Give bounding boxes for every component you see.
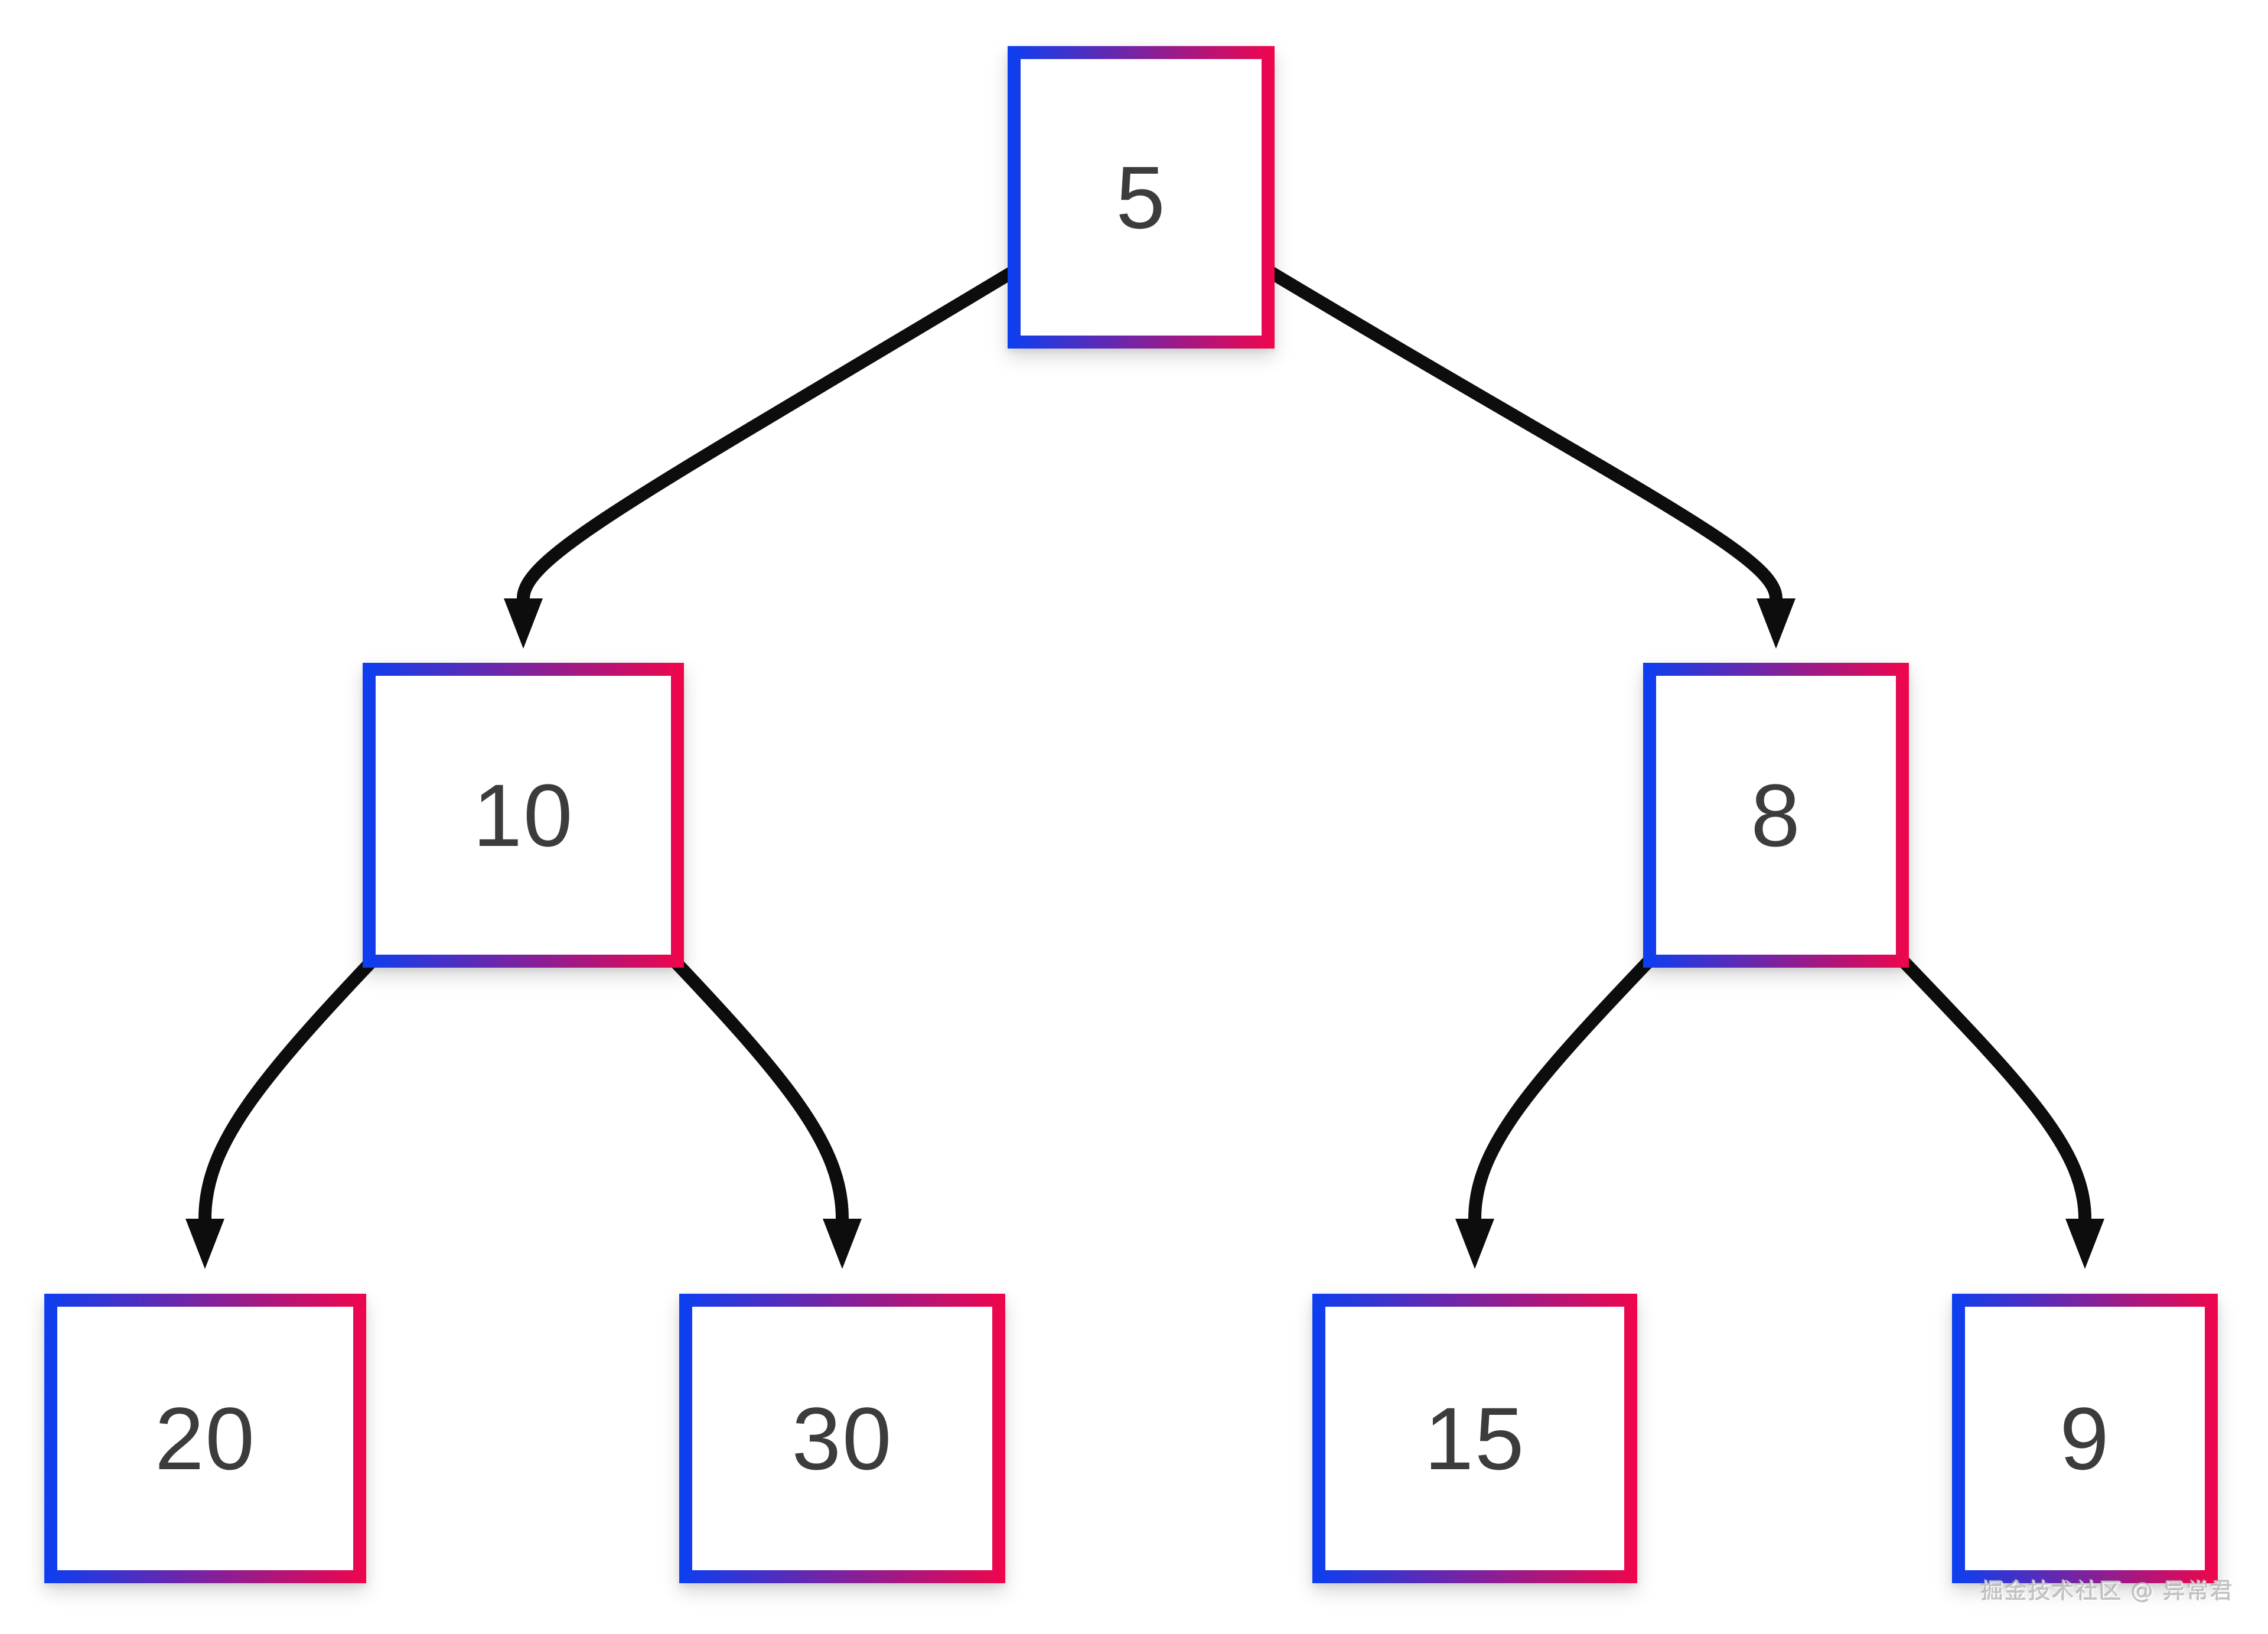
node-body: 5 — [1021, 59, 1262, 336]
node-value: 5 — [1116, 148, 1166, 247]
node-body: 8 — [1656, 676, 1896, 955]
node-body: 20 — [57, 1307, 353, 1570]
tree-node-10: 10 — [363, 663, 684, 968]
tree-node-5: 5 — [1008, 46, 1275, 349]
edge-n10-n30 — [647, 933, 849, 1225]
arrowhead-n9 — [2065, 1219, 2104, 1269]
node-value: 15 — [1424, 1389, 1526, 1488]
edge-n10-n20 — [198, 933, 399, 1225]
node-value: 9 — [2060, 1389, 2110, 1488]
node-value: 30 — [791, 1389, 893, 1488]
node-value: 8 — [1751, 766, 1801, 865]
tree-node-8: 8 — [1643, 663, 1909, 968]
arrowhead-n10 — [504, 598, 543, 649]
arrowhead-n15 — [1455, 1219, 1494, 1269]
watermark: 掘金技术社区 @ 异常君 — [1980, 1578, 2234, 1604]
node-body: 30 — [692, 1307, 992, 1570]
arrowhead-n30 — [823, 1219, 862, 1269]
node-value: 10 — [472, 766, 574, 865]
edge-n5-n8 — [1234, 248, 1783, 605]
node-body: 15 — [1325, 1307, 1624, 1570]
tree-node-9: 9 — [1952, 1294, 2218, 1583]
tree-node-20: 20 — [44, 1294, 366, 1583]
tree-node-15: 15 — [1312, 1294, 1637, 1583]
edge-n8-n9 — [1876, 933, 2091, 1225]
arrowhead-n8 — [1757, 598, 1795, 649]
tree-node-30: 30 — [679, 1294, 1005, 1583]
node-body: 10 — [376, 676, 671, 955]
edge-n5-n10 — [517, 248, 1049, 605]
edge-n8-n15 — [1468, 933, 1676, 1225]
node-body: 9 — [1965, 1307, 2205, 1570]
node-value: 20 — [155, 1389, 256, 1488]
arrowhead-n20 — [185, 1219, 224, 1269]
